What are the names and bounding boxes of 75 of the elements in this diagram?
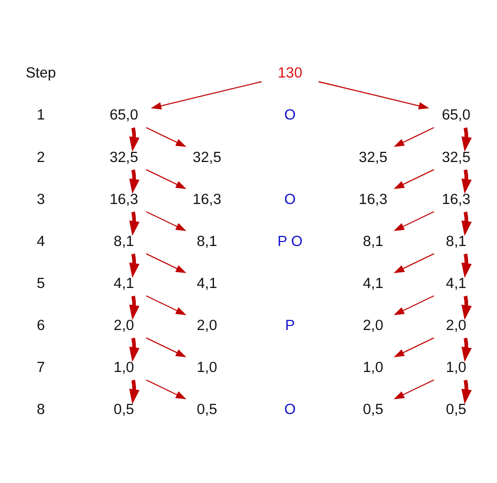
- node-text: 16,3: [192, 191, 222, 208]
- node-text: 4,1: [196, 275, 218, 292]
- arrow: [146, 210, 186, 231]
- node-text: 8,1: [362, 233, 384, 250]
- label: P: [285, 318, 295, 334]
- arrow: [318, 80, 430, 109]
- node-text: 8,1: [114, 233, 134, 250]
- arrow: [461, 253, 472, 278]
- node-text: 32,5: [358, 149, 388, 166]
- arrow: [150, 80, 262, 109]
- arrow: [394, 126, 434, 146]
- arrow: [146, 294, 186, 315]
- node-text: 32,5: [110, 149, 138, 166]
- node-text: 0,5: [196, 402, 218, 418]
- arrow: [146, 126, 186, 146]
- label: O: [284, 191, 296, 208]
- arrow: [146, 168, 186, 188]
- node-text: 130: [278, 65, 302, 82]
- node-text: 32,5: [192, 149, 222, 166]
- node-text: 4,1: [114, 275, 134, 292]
- node-text: 2,0: [196, 318, 218, 334]
- label: 1: [36, 107, 45, 124]
- arrow: [461, 337, 472, 362]
- arrow: [394, 336, 434, 357]
- arrow: [129, 379, 140, 404]
- node-text: 65,0: [442, 107, 470, 124]
- label: 8: [36, 402, 45, 418]
- node-text: 16,3: [358, 191, 388, 208]
- node-text: 1,0: [362, 360, 384, 376]
- node-text: 16,3: [442, 191, 470, 208]
- arrow: [129, 126, 140, 152]
- arrow: [129, 168, 140, 194]
- arrow: [461, 379, 472, 404]
- label: O: [284, 402, 296, 418]
- label: 7: [36, 360, 45, 376]
- node-text: 1,0: [114, 360, 134, 376]
- arrow: [461, 211, 472, 236]
- arrow: [129, 337, 140, 362]
- label: Step: [26, 65, 56, 82]
- label: 2: [36, 149, 45, 166]
- label: O: [284, 107, 296, 124]
- arrow: [461, 126, 472, 152]
- label: 3: [36, 191, 45, 208]
- arrow: [394, 378, 434, 399]
- node-text: 65,0: [110, 107, 138, 124]
- node-text: 2,0: [362, 318, 384, 334]
- node-text: 32,5: [442, 149, 470, 166]
- label: 5: [36, 275, 45, 292]
- node-text: 4,1: [446, 275, 466, 292]
- label: 6: [36, 318, 45, 334]
- arrow: [146, 378, 186, 399]
- arrow: [129, 253, 140, 278]
- arrow: [461, 168, 472, 194]
- arrow: [129, 295, 140, 320]
- arrow: [394, 252, 434, 273]
- arrow: [461, 295, 472, 320]
- arrow: [394, 294, 434, 315]
- arrow: [394, 210, 434, 231]
- node-text: 0,5: [362, 402, 384, 418]
- arrow: [146, 336, 186, 357]
- node-text: 1,0: [446, 360, 466, 376]
- arrow: [394, 168, 434, 188]
- node-text: 4,1: [362, 275, 384, 292]
- node-text: 0,5: [446, 402, 466, 418]
- arrow: [146, 252, 186, 273]
- node-text: 8,1: [196, 233, 218, 250]
- arrow: [129, 211, 140, 236]
- node-text: 2,0: [114, 318, 134, 334]
- node-text: 16,3: [110, 191, 138, 208]
- node-text: 8,1: [446, 233, 466, 250]
- node-text: 2,0: [446, 318, 466, 334]
- node-text: 0,5: [114, 402, 134, 418]
- node-text: 1,0: [196, 360, 218, 376]
- label: 4: [36, 233, 45, 250]
- label: P O: [277, 233, 303, 250]
